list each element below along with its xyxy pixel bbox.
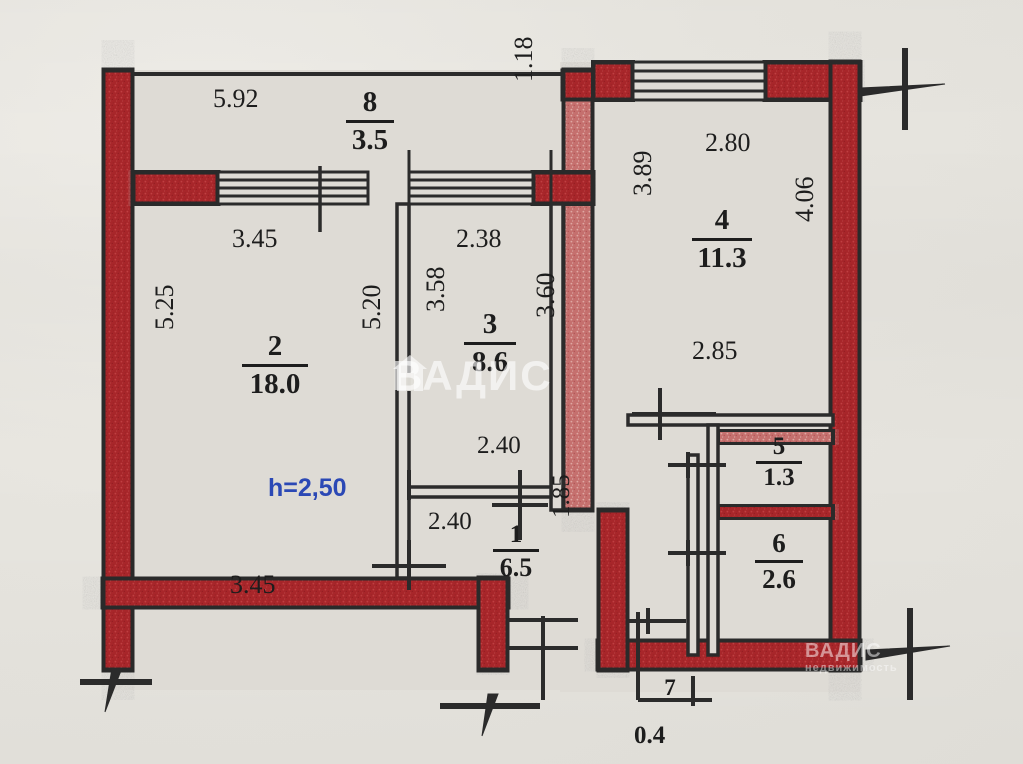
- window-room4: [631, 60, 767, 102]
- dim-bathroom-width-top: 2.40: [477, 432, 521, 459]
- room-3-number: 3: [482, 308, 498, 340]
- dim-bottom-left-width: 3.45: [230, 570, 276, 599]
- room-8-divider: [346, 120, 394, 123]
- room-4-divider: [692, 238, 752, 241]
- room-7-area: 0.4: [634, 722, 666, 749]
- window-room2: [216, 170, 370, 206]
- dim-right-mid-width: 2.85: [692, 336, 738, 365]
- wall-top-corridor-shoulder: [530, 169, 596, 207]
- room-6-area: 2.6: [762, 564, 796, 594]
- dimension-arrow-top-right: [859, 48, 946, 130]
- room-label-3: 3 8.6: [455, 310, 525, 377]
- dimension-arrow-bottom-left: [80, 667, 152, 713]
- dim-room3-left-height: 3.58: [421, 266, 450, 313]
- room-1-number: 1: [509, 521, 523, 548]
- partition-bath-top: [407, 485, 553, 499]
- room-label-8: 8 3.5: [340, 88, 400, 155]
- dim-room2-right-height: 5.20: [357, 284, 386, 331]
- dim-top-inner-mid: 2.38: [456, 224, 502, 253]
- dimension-arrow-bottom-right: [865, 608, 951, 700]
- wall-exterior-bottom-left: [100, 575, 511, 611]
- wall-top-corridor-vertical: [560, 67, 596, 513]
- room-5-divider: [756, 461, 802, 464]
- interior-measure-crosses: [372, 388, 726, 634]
- room-label-7: 7: [648, 676, 692, 699]
- dim-bathroom-width-bottom: 2.40: [428, 508, 472, 535]
- room-1-area: 6.5: [499, 553, 533, 582]
- dim-room4-left-height: 3.89: [628, 150, 657, 197]
- room-2-divider: [242, 364, 308, 367]
- dimension-room7: [636, 612, 712, 706]
- room-6-divider: [755, 560, 803, 563]
- dim-vertical-corridor-top: 1.18: [509, 36, 538, 83]
- ceiling-height-label: h=2,50: [268, 474, 347, 502]
- room-1-divider: [493, 549, 539, 552]
- room-label-4: 4 11.3: [682, 206, 762, 273]
- wall-bottom-right-riser: [595, 507, 631, 673]
- dim-bathroom-height: 1.85: [548, 474, 575, 518]
- room-5-number: 5: [772, 433, 786, 460]
- windows: [216, 60, 767, 206]
- dim-room4-right-height: 4.06: [790, 176, 819, 223]
- wall-bottom-left-drop: [475, 575, 511, 673]
- dim-room2-left-height: 5.25: [150, 284, 179, 331]
- room-5-area: 1.3: [763, 464, 795, 491]
- room-8-number: 8: [362, 86, 378, 118]
- room-8-area: 3.5: [351, 124, 389, 156]
- room-6-number: 6: [772, 528, 786, 558]
- dim-room3-right-height: 3.60: [531, 272, 560, 319]
- wall-room5-bottom: [716, 503, 835, 521]
- room-label-5: 5 1.3: [750, 434, 808, 491]
- wall-top-right-left-seg: [590, 59, 636, 103]
- room-2-area: 18.0: [249, 368, 301, 400]
- room-7-number: 7: [664, 675, 676, 700]
- wall-exterior-right: [827, 59, 863, 673]
- dim-top-inner-left: 3.45: [232, 224, 278, 253]
- room-2-number: 2: [267, 330, 283, 362]
- room-4-number: 4: [714, 204, 730, 236]
- room-label-2: 2 18.0: [230, 332, 320, 399]
- window-room3: [407, 170, 535, 206]
- dim-top-outer-left: 5.92: [213, 84, 259, 113]
- walls: [100, 59, 863, 673]
- partition-room4-bottom: [626, 413, 835, 427]
- room-label-6: 6 2.6: [748, 530, 810, 593]
- room-4-area: 11.3: [697, 242, 747, 274]
- dim-top-right-room: 2.80: [705, 128, 751, 157]
- partition-rooms56-left: [706, 423, 720, 657]
- wall-exterior-bottom-right: [595, 637, 863, 673]
- dimension-ticks-bottom-center: [440, 616, 578, 737]
- room-label-1: 1 6.5: [486, 522, 546, 581]
- dimension-marks: [80, 48, 951, 737]
- partition-room3-corridor: [549, 202, 565, 512]
- wall-stub-top-left: [130, 169, 221, 207]
- room-3-divider: [464, 342, 516, 345]
- partition-room2-room3: [395, 202, 411, 580]
- room-3-area: 8.6: [471, 346, 509, 378]
